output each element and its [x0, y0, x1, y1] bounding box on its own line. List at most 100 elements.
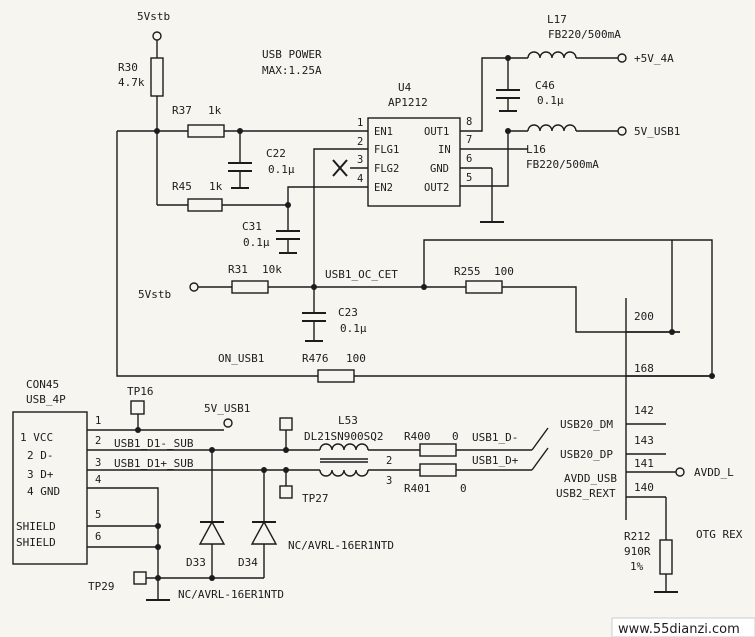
soc-pin-140: 140 [634, 481, 654, 494]
con-pin6-name: SHIELD [16, 536, 56, 549]
soc-pin-140-name: USB2_REXT [556, 487, 616, 500]
c23-ref: C23 [338, 306, 358, 319]
r255-value: 100 [494, 265, 514, 278]
vstb-top-terminal: 5Vstb [137, 10, 170, 58]
c22-value: 0.1μ [268, 163, 295, 176]
u4-pin1-name: EN1 [374, 126, 393, 138]
watermark: www.55dianzi.com [611, 617, 755, 637]
avdd-out-label: AVDD_L [694, 466, 734, 479]
c23-capacitor: C23 0.1μ [302, 287, 367, 342]
d34-ref: D34 [238, 556, 258, 569]
con-pin1-num: 1 [95, 415, 101, 427]
r31-resistor: R31 10k [228, 263, 282, 294]
r212-resistor: R212 910R 1% [624, 530, 673, 575]
tp27-testpoint: TP27 [279, 485, 329, 505]
l17-ref: L17 [547, 13, 567, 26]
r212-tolerance: 1% [630, 560, 644, 573]
l53-pin2: 2 [386, 455, 392, 467]
l53-pin3: 3 [386, 475, 392, 487]
l53-value: DL21SN900SQ2 [304, 430, 383, 443]
l16-ref: L16 [526, 143, 546, 156]
u4-pin4-num: 4 [357, 173, 363, 185]
r476-value: 100 [346, 352, 366, 365]
r45-resistor: R45 1k [172, 180, 223, 212]
u4-pin7-num: 7 [466, 134, 472, 146]
con-pin4-num: 4 [95, 474, 101, 486]
junction-l16 [505, 128, 511, 134]
junction-d33-gnd [209, 575, 215, 581]
r401-ref: R401 [404, 482, 431, 495]
oc-net-label: USB1_OC_CET [325, 268, 398, 281]
c46-value: 0.1μ [537, 94, 564, 107]
vstb-left-terminal: 5Vstb [138, 282, 199, 301]
out-4a-terminal: +5V_4A [617, 52, 674, 65]
soc-pin-143: 143 [634, 434, 654, 447]
out-usb1-terminal: 5V_USB1 [617, 125, 680, 138]
c31-value: 0.1μ [243, 236, 270, 249]
d34-tvs-diode: D34 NC/AVRL-16ER1NTD [238, 470, 394, 578]
r37-resistor: R37 1k [172, 104, 225, 138]
con-pin3-name: 3 D+ [27, 468, 54, 481]
r31-value: 10k [262, 263, 282, 276]
c23-value: 0.1μ [340, 322, 367, 335]
u4-pin2-num: 2 [357, 136, 363, 148]
l16-value: FB220/500mA [526, 158, 599, 171]
d33-part: NC/AVRL-16ER1NTD [178, 588, 284, 601]
out-usb1-label: 5V_USB1 [634, 125, 680, 138]
u4-ref: U4 [398, 81, 412, 94]
c46-capacitor: C46 0.1μ [496, 58, 564, 112]
con-pin2-name: 2 D- [27, 449, 54, 462]
con-pin1-name: 1 VCC [20, 431, 53, 444]
avdd-out-terminal: AVDD_L [675, 466, 734, 479]
junction-shield5 [155, 523, 161, 529]
r255-resistor: R255 100 [454, 265, 514, 294]
on-usb1-net-label: ON_USB1 [218, 352, 264, 365]
r400-value: 0 [452, 430, 459, 443]
r212-value: 910R [624, 545, 651, 558]
soc-pin-141: 141 [634, 457, 654, 470]
con-pin4-name: 4 GND [27, 485, 60, 498]
r45-value: 1k [209, 180, 223, 193]
c46-ref: C46 [535, 79, 555, 92]
con-pin6-num: 6 [95, 531, 101, 543]
d-plus-sub-label: USB1_D1+_SUB [114, 457, 194, 470]
con-vcc-terminal: 5V_USB1 [204, 402, 250, 428]
r476-resistor: R476 100 [302, 352, 366, 383]
d-plus-label: USB1_D+ [472, 454, 519, 467]
otg-rex-note: OTG REX [696, 528, 743, 541]
vstb-left-label: 5Vstb [138, 288, 171, 301]
usb-power-note: USB POWER [262, 48, 322, 61]
r30-resistor: R30 4.7k [118, 57, 164, 97]
r30-ref: R30 [118, 61, 138, 74]
tp16-label: TP16 [127, 385, 154, 398]
l53-choke: L53 DL21SN900SQ2 [304, 414, 383, 477]
u4-pin6-name: GND [430, 163, 449, 175]
junction-r30-r37 [154, 128, 160, 134]
con-pin5-name: SHIELD [16, 520, 56, 533]
con-pin5-num: 5 [95, 509, 101, 521]
con45-type: USB_4P [26, 393, 66, 406]
soc-pin-200: 200 [634, 310, 654, 323]
r37-ref: R37 [172, 104, 192, 117]
u4-ic: U4 AP1212 1 2 3 4 EN1 FLG1 FLG2 EN2 8 7 … [357, 81, 472, 207]
tp27-label: TP27 [302, 492, 329, 505]
out-4a-label: +5V_4A [634, 52, 674, 65]
u4-pin6-num: 6 [466, 153, 472, 165]
soc-pin-142: 142 [634, 404, 654, 417]
soc-pin-142-name: USB20_DM [560, 418, 613, 431]
r212-ref: R212 [624, 530, 651, 543]
r37-value: 1k [208, 104, 222, 117]
r45-ref: R45 [172, 180, 192, 193]
l53-ref: L53 [338, 414, 358, 427]
d33-ref: D33 [186, 556, 206, 569]
d33-tvs-diode: D33 NC/AVRL-16ER1NTD [178, 450, 284, 601]
c22-capacitor: C22 0.1μ [228, 131, 295, 189]
u4-part: AP1212 [388, 96, 428, 109]
junction-oc-bus [421, 284, 427, 290]
c31-capacitor: C31 0.1μ [242, 205, 300, 254]
r476-ref: R476 [302, 352, 329, 365]
tp29-testpoint: TP29 [88, 571, 147, 593]
u4-pin4-name: EN2 [374, 182, 393, 194]
u4-pin8-num: 8 [466, 116, 472, 128]
